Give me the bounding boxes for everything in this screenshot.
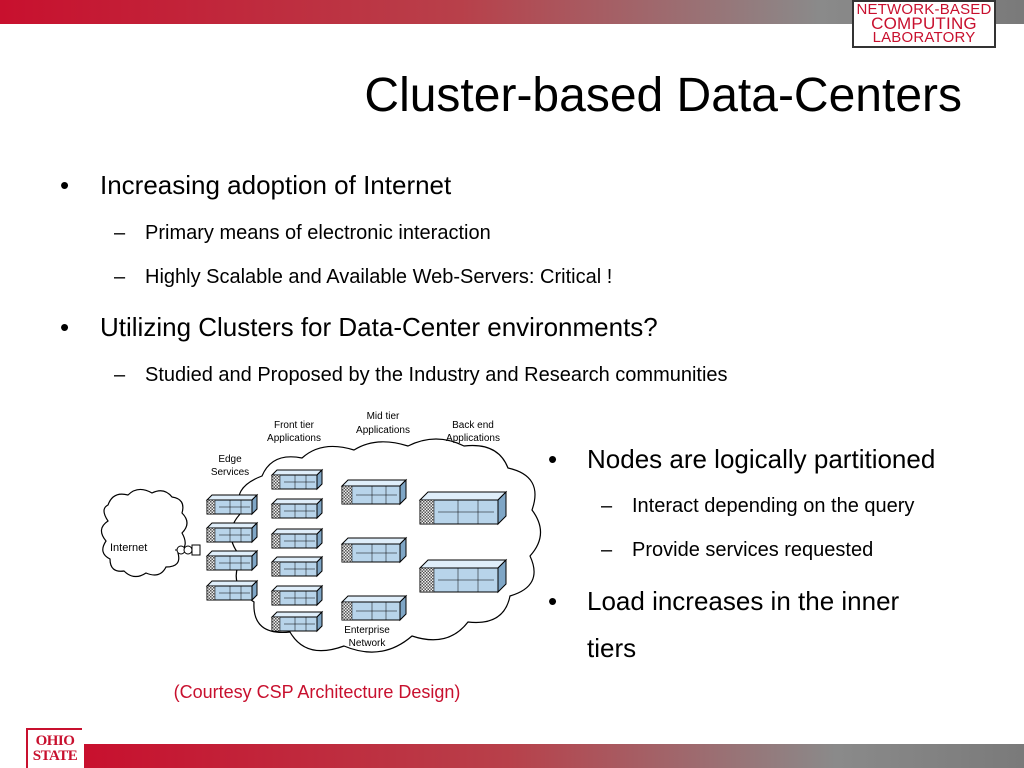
- logo-line-3: LABORATORY: [872, 29, 976, 46]
- back-end-server: [419, 559, 507, 593]
- edge-server: [206, 580, 258, 601]
- bullet-dot: •: [548, 444, 558, 474]
- bullet-1-1-text: Primary means of electronic interaction: [145, 222, 491, 244]
- internet-label: Internet: [110, 542, 147, 554]
- connector-icon: [175, 544, 201, 556]
- front-tier-server: [271, 556, 323, 577]
- bottom-gradient-bar: [84, 744, 1024, 768]
- front-tier-server: [271, 585, 323, 606]
- right-bullet-2-line-2: tiers: [587, 633, 637, 663]
- front-tier-server: [271, 498, 323, 519]
- mid-tier-server: [341, 479, 407, 505]
- enterprise-network-label-2: Network: [349, 638, 387, 649]
- ohio-logo-line-2: STATE: [32, 748, 78, 764]
- bullet-dot: •: [548, 586, 558, 616]
- bullet-2-1-text: Studied and Proposed by the Industry and…: [145, 364, 728, 386]
- back-end-label-2: Applications: [446, 433, 500, 444]
- edge-server: [206, 550, 258, 571]
- right-bullet-1-2-text: Provide services requested: [632, 539, 874, 561]
- slide-title: Cluster-based Data-Centers: [364, 69, 962, 122]
- right-bullet-2-line-1: Load increases in the inner: [587, 586, 900, 616]
- right-bullet-1-text: Nodes are logically partitioned: [587, 444, 936, 474]
- front-tier-server: [271, 469, 323, 490]
- right-bullet-1-1-text: Interact depending on the query: [632, 495, 915, 517]
- ohio-state-logo: OHIO STATE: [26, 728, 82, 768]
- dash-marker: –: [114, 364, 126, 386]
- logo-line-2: COMPUTING: [871, 14, 977, 33]
- dash-marker: –: [601, 539, 613, 561]
- bullet-1-text: Increasing adoption of Internet: [100, 170, 452, 200]
- back-end-server: [419, 491, 507, 525]
- bullet-2-text: Utilizing Clusters for Data-Center envir…: [100, 312, 658, 342]
- mid-tier-server: [341, 537, 407, 563]
- internet-cloud: [100, 488, 188, 578]
- front-tier-server: [271, 528, 323, 549]
- front-tier-label-2: Applications: [267, 433, 321, 444]
- enterprise-network-label-1: Enterprise: [344, 625, 390, 636]
- diagram-caption: (Courtesy CSP Architecture Design): [173, 682, 461, 702]
- mid-tier-label-2: Applications: [356, 425, 410, 436]
- edge-server: [206, 522, 258, 543]
- dash-marker: –: [114, 266, 126, 288]
- bullet-1-2-text: Highly Scalable and Available Web-Server…: [145, 266, 613, 288]
- logo-line-1: NETWORK-BASED: [856, 1, 992, 18]
- network-based-computing-lab-logo: NETWORK-BASED COMPUTING LABORATORY: [852, 0, 996, 48]
- mid-tier-label-1: Mid tier: [367, 411, 400, 422]
- back-end-label-1: Back end: [452, 420, 494, 431]
- edge-services-label-1: Edge: [218, 454, 242, 465]
- front-tier-server: [271, 611, 323, 632]
- ohio-logo-line-1: OHIO: [35, 733, 75, 749]
- dash-marker: –: [601, 495, 613, 517]
- bullet-dot: •: [60, 170, 70, 200]
- mid-tier-server: [341, 595, 407, 621]
- front-tier-label-1: Front tier: [274, 420, 315, 431]
- dash-marker: –: [114, 222, 126, 244]
- bullet-dot: •: [60, 312, 70, 342]
- edge-server: [206, 494, 258, 515]
- edge-services-label-2: Services: [211, 467, 249, 478]
